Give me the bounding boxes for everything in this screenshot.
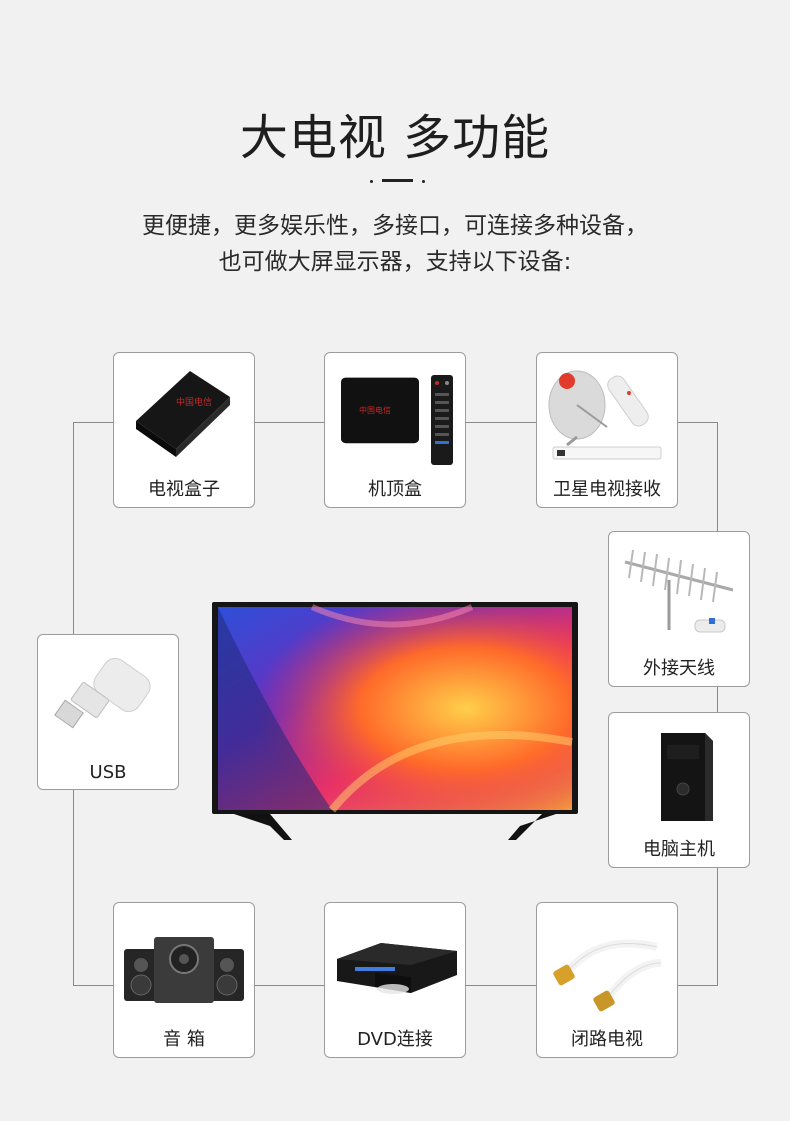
connector-right — [675, 422, 718, 986]
tv-illustration — [212, 602, 578, 840]
device-label: 音 箱 — [163, 1029, 205, 1050]
coax-cable-icon — [553, 939, 662, 1012]
device-label: DVD连接 — [357, 1029, 433, 1050]
subtitle-line-1: 更便捷，更多娱乐性，多接口，可连接多种设备， — [142, 213, 648, 239]
device-label: 机顶盒 — [368, 479, 422, 500]
set-top-box-icon: 中国电信 — [341, 375, 453, 465]
svg-text:中国电信: 中国电信 — [176, 396, 212, 408]
title-divider — [370, 179, 426, 183]
device-card-coax: 闭路电视 — [536, 902, 678, 1058]
subtitle: 更便捷，更多娱乐性，多接口，可连接多种设备， 也可做大屏显示器，支持以下设备: — [0, 208, 790, 280]
satellite-dish-icon — [548, 370, 662, 460]
tv-box-icon: 中国电信 — [136, 371, 230, 457]
device-card-satellite: 卫星电视接收 — [536, 352, 678, 508]
device-card-dvd: DVD连接 — [324, 902, 466, 1058]
device-card-tv-box: 中国电信 电视盒子 — [113, 352, 255, 508]
device-label: 闭路电视 — [571, 1029, 643, 1050]
device-card-usb: USB — [37, 634, 179, 790]
device-card-speakers: 音 箱 — [113, 902, 255, 1058]
speakers-icon — [124, 937, 244, 1003]
device-label: 电视盒子 — [148, 479, 220, 500]
subtitle-line-2: 也可做大屏显示器，支持以下设备: — [218, 249, 572, 275]
device-label: 电脑主机 — [643, 839, 715, 860]
device-label: 卫星电视接收 — [553, 479, 661, 500]
pc-tower-icon — [661, 733, 713, 821]
svg-text:中国电信: 中国电信 — [359, 405, 391, 415]
device-label: 外接天线 — [643, 658, 715, 679]
device-card-antenna: 外接天线 — [608, 531, 750, 687]
device-card-set-top-box: 中国电信 机顶盒 — [324, 352, 466, 508]
antenna-icon — [624, 549, 734, 633]
device-card-pc: 电脑主机 — [608, 712, 750, 868]
usb-drive-icon — [54, 657, 151, 729]
page-title: 大电视 多功能 — [239, 110, 551, 166]
device-label: USB — [89, 762, 127, 783]
dvd-player-icon — [337, 943, 457, 994]
